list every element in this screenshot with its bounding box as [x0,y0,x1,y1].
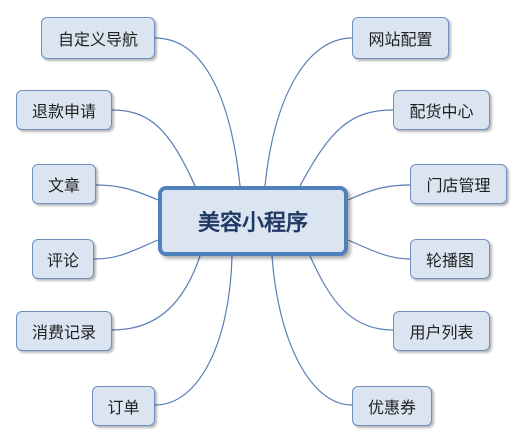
node-comment[interactable]: 评论 [32,239,94,279]
node-coupon[interactable]: 优惠券 [352,386,432,426]
link-distribution [299,109,394,187]
node-site-config[interactable]: 网站配置 [352,17,449,59]
link-user-list [309,255,394,331]
link-coupon [271,255,353,406]
link-site-config [264,37,353,187]
node-store-management[interactable]: 门店管理 [410,164,507,204]
link-store [347,184,411,201]
link-comment [93,239,159,260]
link-article [95,184,159,201]
link-carousel [347,239,411,260]
node-consume-record[interactable]: 消费记录 [16,311,112,351]
central-node[interactable]: 美容小程序 [158,186,348,256]
link-refund [111,109,196,187]
node-distribution-center[interactable]: 配货中心 [393,90,490,130]
node-custom-nav[interactable]: 自定义导航 [41,17,155,59]
link-custom-nav [154,37,241,187]
node-user-list[interactable]: 用户列表 [393,311,490,351]
link-order [154,255,233,406]
node-order[interactable]: 订单 [92,386,155,426]
link-consume [111,255,201,331]
node-refund-request[interactable]: 退款申请 [16,90,112,130]
node-article[interactable]: 文章 [32,164,96,204]
node-carousel[interactable]: 轮播图 [410,239,490,279]
